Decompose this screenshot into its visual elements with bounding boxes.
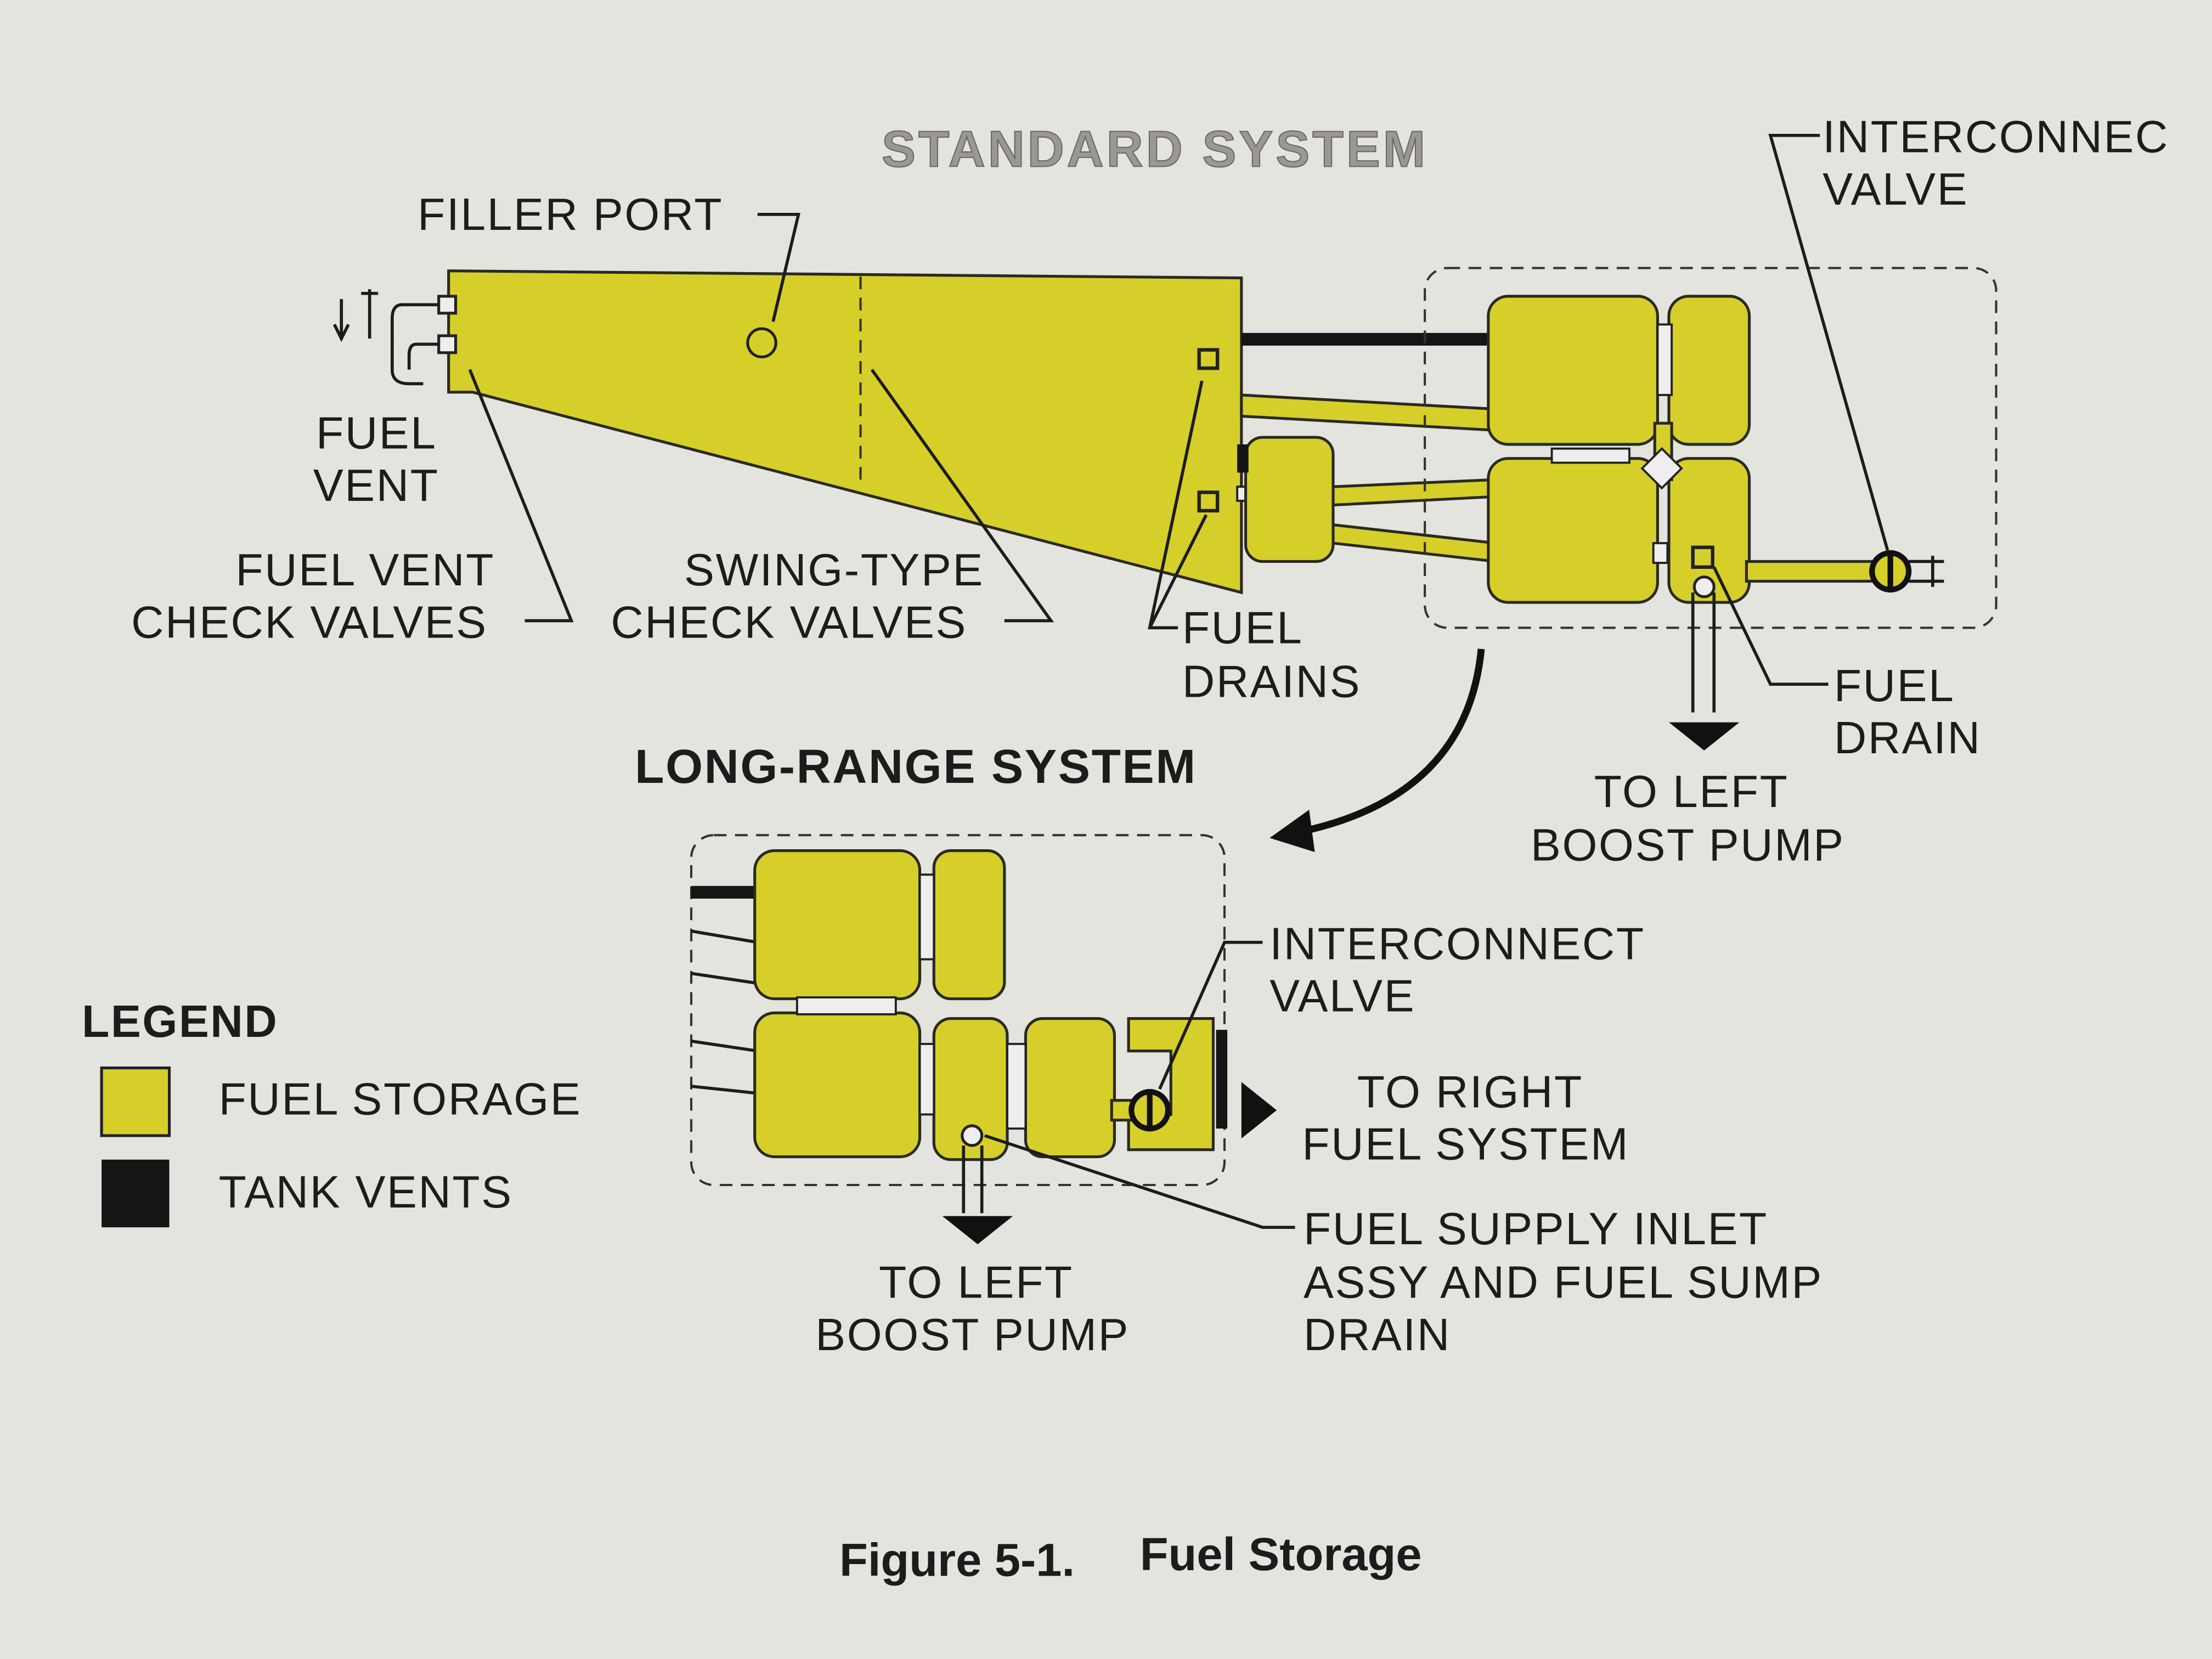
label-to-right-fuel-system: FUEL SYSTEM	[1302, 1120, 1629, 1170]
label-lr-to-left-boost-pump: TO LEFT	[879, 1258, 1074, 1308]
long-range-system-title: LONG-RANGE SYSTEM	[635, 740, 1197, 793]
label-filler-port: FILLER PORT	[417, 190, 723, 240]
small-inboard-tank	[1244, 436, 1335, 563]
label-swing-type-check-valves: CHECK VALVES	[611, 597, 967, 647]
legend-swatch-fuel-storage	[100, 1066, 171, 1137]
label-lr-to-left-boost-pump: BOOST PUMP	[815, 1310, 1130, 1360]
label-fuel-supply-inlet: DRAIN	[1304, 1310, 1451, 1360]
label-fuel-vent-check-valves: FUEL VENT	[235, 545, 495, 595]
legend-label-tank-vents: TANK VENTS	[219, 1167, 513, 1217]
legend-swatch-tank-vents	[101, 1159, 170, 1228]
label-fuel-drain: FUEL	[1834, 661, 1955, 711]
label-fuel-drains: DRAINS	[1182, 657, 1361, 707]
label-fuel-supply-inlet: ASSY AND FUEL SUMP	[1304, 1258, 1823, 1308]
label-fuel-supply-inlet: FUEL SUPPLY INLET	[1304, 1204, 1768, 1254]
standard-wing-tank	[332, 269, 1250, 595]
label-fuel-vent: FUEL	[316, 409, 437, 459]
label-fuel-vent-check-valves: CHECK VALVES	[131, 597, 488, 647]
fuel-drain-icon	[1197, 490, 1220, 513]
label-interconnect-valve: INTERCONNEC	[1822, 112, 2169, 162]
label-swing-type-check-valves: SWING-TYPE	[684, 545, 984, 595]
curved-arrow-icon	[1297, 648, 1485, 836]
label-to-right-fuel-system: TO RIGHT	[1357, 1068, 1583, 1118]
label-to-left-boost-pump: BOOST PUMP	[1531, 821, 1845, 871]
label-interconnect-valve: VALVE	[1822, 165, 1968, 215]
arrow-right-icon	[1241, 1082, 1277, 1139]
legend-title: LEGEND	[82, 997, 278, 1047]
vent-check-valve-icon	[437, 334, 458, 354]
arrow-down-icon	[1669, 722, 1740, 751]
label-lr-interconnect-valve: VALVE	[1269, 972, 1415, 1022]
label-fuel-drains: FUEL	[1182, 603, 1304, 653]
standard-tank-cluster	[1487, 295, 1944, 751]
long-range-tank-cluster	[691, 849, 1277, 1244]
vent-check-valve-icon	[437, 295, 458, 315]
legend-label-fuel-storage: FUEL STORAGE	[219, 1074, 582, 1124]
caption-title: Fuel Storage	[1140, 1528, 1422, 1580]
standard-system-title: STANDARD SYSTEM	[882, 120, 1428, 177]
arrow-down-icon	[942, 1216, 1013, 1244]
interconnect-valve-icon	[1128, 1089, 1171, 1132]
caption-number: Figure 5-1.	[839, 1533, 1075, 1585]
label-fuel-drain: DRAIN	[1834, 713, 1982, 763]
legend: LEGEND FUEL STORAGE TANK VENTS	[82, 997, 582, 1228]
label-to-left-boost-pump: TO LEFT	[1594, 767, 1789, 817]
filler-port-icon	[746, 327, 777, 359]
fuel-drain-icon	[1197, 348, 1220, 370]
interconnect-valve-icon	[1869, 550, 1944, 593]
label-fuel-vent: VENT	[313, 461, 439, 511]
fuel-drain-icon	[1691, 545, 1714, 569]
fuel-vent-icon	[361, 289, 439, 386]
label-lr-interconnect-valve: INTERCONNECT	[1269, 919, 1645, 969]
